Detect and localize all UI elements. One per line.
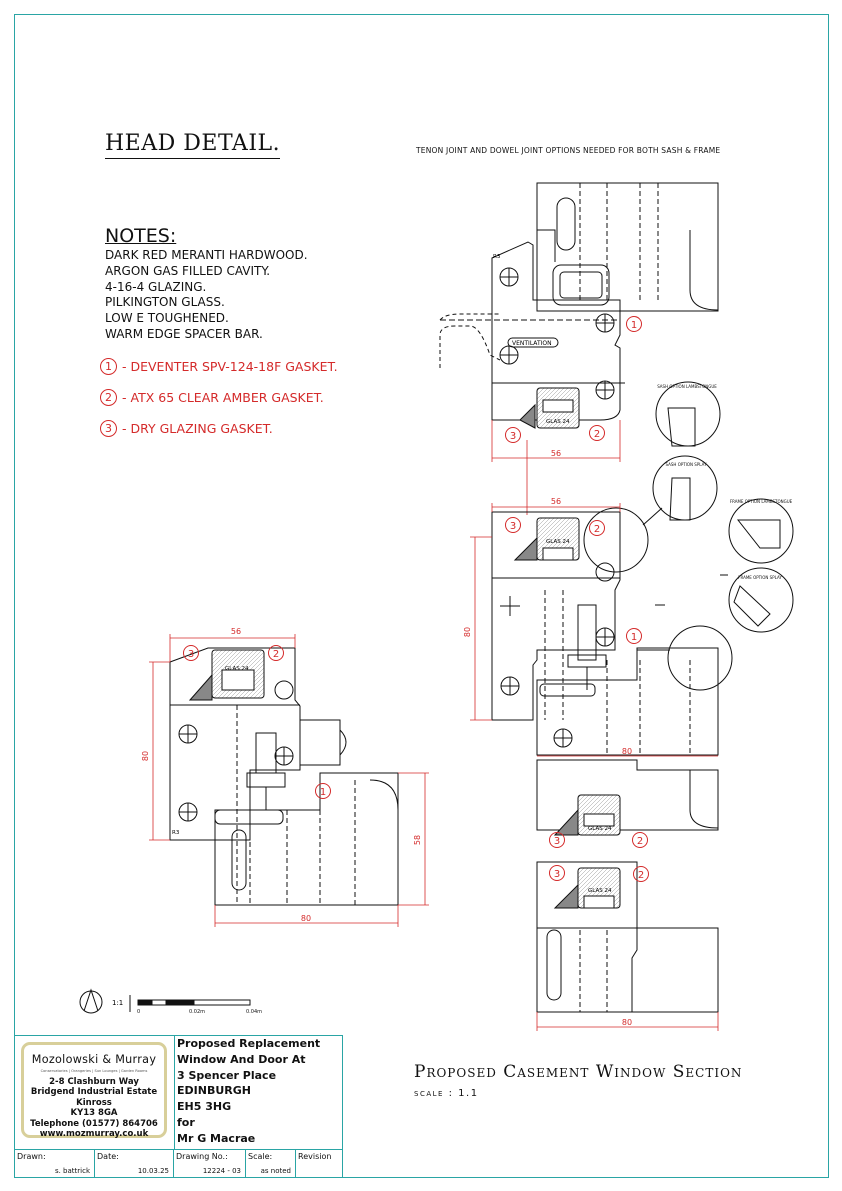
- legend-text: - DRY GLAZING GASKET.: [122, 421, 273, 436]
- glazing-label: GLAS 24: [588, 888, 612, 894]
- drawn-field: Drawn: s. battrick: [15, 1150, 95, 1178]
- joint-options-note: TENON JOINT AND DOWEL JOINT OPTIONS NEED…: [416, 146, 721, 155]
- scale-field: Scale: as noted: [246, 1150, 296, 1178]
- scale-bar-tick: 0.02m: [189, 1009, 205, 1015]
- radius-label: R3: [493, 254, 501, 260]
- dimension-56-label: 56: [551, 449, 561, 458]
- head-frame-profile: [536, 182, 719, 312]
- frame-option-lambstongue-label: FRAME OPTION LAMBSTONGUE: [730, 499, 793, 504]
- gasket-marker-3: 3: [510, 521, 516, 532]
- address-line: Bridgend Industrial Estate: [30, 1087, 158, 1098]
- company-address: 2-8 Clashburn Way Bridgend Industrial Es…: [24, 1077, 164, 1139]
- address-line: Telephone (01577) 864706: [30, 1118, 158, 1129]
- gasket-marker-3: 3: [510, 431, 516, 442]
- gasket-marker-3: 3: [554, 869, 560, 880]
- gasket-marker-1: 1: [631, 320, 637, 331]
- glazing-label: GLAS 24: [588, 826, 612, 832]
- dimension-80-label: 80: [622, 747, 632, 756]
- transom-section-profile: [491, 511, 719, 756]
- scale-ratio-label: 1:1: [112, 999, 123, 1007]
- dimension-80-label: 80: [463, 627, 472, 637]
- lower-sash-profile: [536, 759, 719, 1013]
- dimension-80-label: 80: [141, 751, 150, 761]
- notes-heading: NOTES:: [105, 225, 177, 247]
- sash-option-splay-label: SASH OPTION SPLAY: [666, 462, 707, 467]
- date-field: Date: 10.03.25: [95, 1150, 174, 1178]
- title-block: Mozolowski & Murray Conservatories | Ora…: [14, 1035, 343, 1178]
- drawing-sheet-border: [14, 14, 829, 1178]
- company-name: Mozolowski & Murray: [31, 1053, 157, 1066]
- project-line: for: [177, 1115, 195, 1129]
- revision-field: Revision: [298, 1152, 332, 1161]
- legend-number: 3: [100, 420, 117, 437]
- legend-number: 1: [100, 358, 117, 375]
- project-line: 3 Spencer Place: [177, 1068, 277, 1082]
- drawing-scale-text: scale : 1.1: [414, 1088, 479, 1099]
- dimension-56-label: 56: [551, 497, 561, 506]
- note-line: LOW E TOUGHENED.: [105, 311, 229, 326]
- address-line: KY13 8GA: [70, 1108, 118, 1119]
- project-line: EDINBURGH: [177, 1084, 251, 1098]
- address-line: Kinross: [76, 1097, 112, 1108]
- legend-text: - DEVENTER SPV-124-18F GASKET.: [122, 359, 338, 374]
- project-description: Proposed Replacement Window And Door At …: [174, 1036, 342, 1149]
- gasket-marker-2: 2: [594, 524, 600, 535]
- company-tagline: Conservatories | Orangeries | Sun Lounge…: [40, 1069, 148, 1073]
- gasket-markers-top: [505, 316, 642, 443]
- project-line: Proposed Replacement: [177, 1037, 321, 1050]
- glazing-label: GLAS 24: [546, 539, 570, 545]
- gasket-marker-2: 2: [638, 870, 644, 881]
- project-line: EH5 3HG: [177, 1100, 232, 1114]
- legend-text: - ATX 65 CLEAR AMBER GASKET.: [122, 390, 324, 405]
- left-head-detail-profile: [169, 647, 399, 906]
- scale-bar-tick: 0: [137, 1009, 140, 1015]
- glazing-label: GLAS 24: [546, 419, 570, 425]
- gasket-marker-2: 2: [273, 649, 279, 660]
- note-line: 4-16-4 GLAZING.: [105, 279, 207, 294]
- dimension-58-label: 58: [413, 835, 422, 845]
- legend-item-gasket-3: 3 - DRY GLAZING GASKET.: [100, 420, 273, 437]
- notes-list: DARK RED MERANTI HARDWOOD. ARGON GAS FIL…: [105, 248, 308, 343]
- north-arrow-icon: [79, 988, 103, 1014]
- note-line: PILKINGTON GLASS.: [105, 295, 225, 310]
- address-line: www.mozmurray.co.uk: [39, 1129, 149, 1140]
- scale-bar: [137, 999, 251, 1006]
- dimension-lines-middle: [470, 503, 718, 757]
- glazing-label: GLAS 24: [225, 666, 249, 672]
- dimension-80-label: 80: [622, 1018, 632, 1027]
- gasket-marker-1: 1: [631, 632, 637, 643]
- gasket-marker-1: 1: [320, 787, 326, 798]
- address-line: 2-8 Clashburn Way: [49, 1077, 139, 1087]
- legend-item-gasket-2: 2 - ATX 65 CLEAR AMBER GASKET.: [100, 389, 324, 406]
- gasket-marker-2: 2: [637, 836, 643, 847]
- title-block-fields: Drawn: s. battrick Date: 10.03.25 Drawin…: [15, 1149, 342, 1178]
- sash-option-lambstongue-label: SASH OPTION LAMBSTONGUE: [657, 384, 717, 389]
- ventilation-label: VENTILATION: [512, 340, 552, 347]
- project-line: Window And Door At: [177, 1052, 306, 1066]
- company-logo-box: Mozolowski & Murray Conservatories | Ora…: [21, 1042, 167, 1139]
- gasket-marker-2: 2: [594, 429, 600, 440]
- scale-bar-tick: 0.04m: [246, 1009, 262, 1015]
- radius-label: R3: [172, 830, 180, 836]
- detail-callouts: [583, 381, 794, 691]
- head-sash-profile: [439, 241, 625, 429]
- project-line: Mr G Macrae: [177, 1131, 256, 1145]
- frame-option-splay-label: FRAME OPTION SPLAY: [738, 575, 782, 580]
- note-line: WARM EDGE SPACER BAR.: [105, 326, 263, 341]
- head-detail-title: HEAD DETAIL.: [105, 131, 281, 159]
- gasket-marker-3: 3: [188, 649, 194, 660]
- dimension-56-top: [491, 420, 621, 462]
- note-line: ARGON GAS FILLED CAVITY.: [105, 263, 271, 278]
- legend-number: 2: [100, 389, 117, 406]
- dimension-56-label: 56: [231, 627, 241, 636]
- dimension-80-label: 80: [301, 914, 311, 923]
- drawing-main-title: Proposed Casement Window Section: [414, 1062, 743, 1082]
- gasket-markers-middle: [505, 517, 642, 644]
- legend-item-gasket-1: 1 - DEVENTER SPV-124-18F GASKET.: [100, 358, 338, 375]
- drawing-number-field: Drawing No.: 12224 - 03: [174, 1150, 246, 1178]
- note-line: DARK RED MERANTI HARDWOOD.: [105, 248, 308, 262]
- gasket-marker-3: 3: [554, 836, 560, 847]
